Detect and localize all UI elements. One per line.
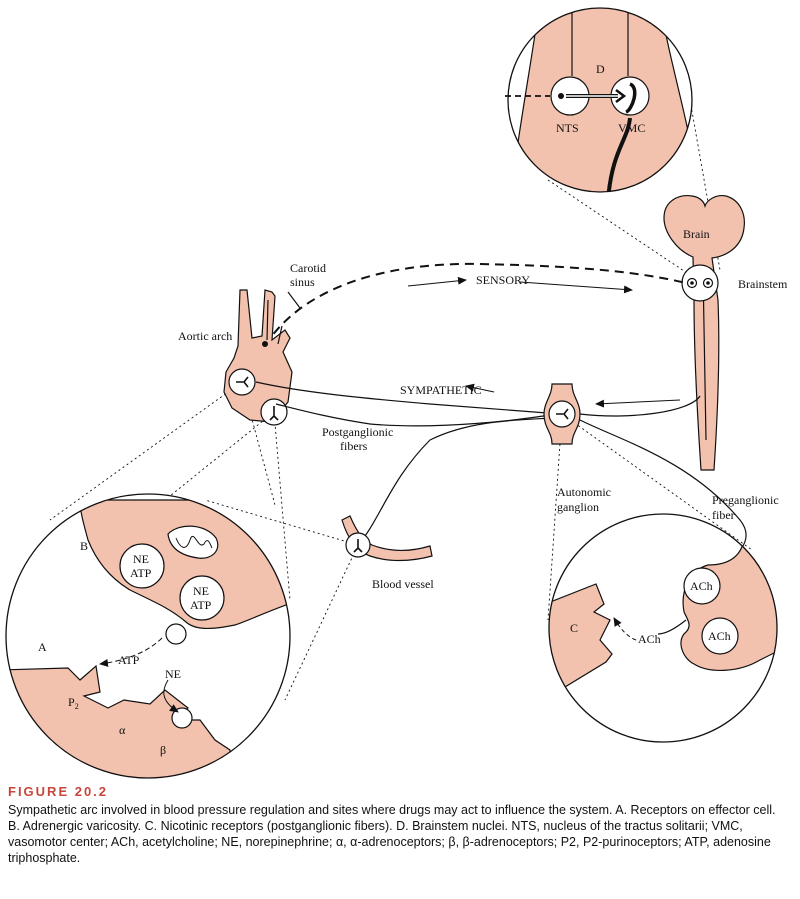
label-ne-vesicle-1: NE [133, 552, 149, 566]
inset-c-nicotinic-receptors: C ACh ACh ACh [548, 513, 778, 743]
label-alpha: α [119, 723, 126, 737]
label-ach-vesicle-2: ACh [708, 629, 731, 643]
label-ach-vesicle-1: ACh [690, 579, 713, 593]
heart-aortic-arch: Aortic arch [178, 289, 293, 426]
label-brainstem: Brainstem [738, 277, 788, 291]
inset-b-adrenergic-varicosity: B A NE ATP NE ATP ATP NE P2 α β [5, 493, 291, 779]
label-sensory: SENSORY [476, 273, 530, 287]
label-vmc: VMC [618, 121, 645, 135]
blood-vessel: Blood vessel [341, 515, 434, 591]
sympathetic-arc-diagram: D NTS VMC Brain Brainstem SENSORY Caroti… [5, 7, 788, 779]
label-ach-release: ACh [638, 632, 661, 646]
label-carotid-sinus-1: Carotid [290, 261, 326, 275]
label-postganglionic-1: Postganglionic [322, 425, 393, 439]
label-ne-vesicle-2: NE [193, 584, 209, 598]
label-ne-release: NE [165, 667, 181, 681]
label-atp-vesicle-2: ATP [190, 598, 212, 612]
label-nts: NTS [556, 121, 579, 135]
label-autonomic-2: ganglion [557, 500, 599, 514]
label-atp-vesicle-1: ATP [130, 566, 152, 580]
sensory-pathway: SENSORY Carotid sinus [264, 261, 687, 347]
label-aortic-arch: Aortic arch [178, 329, 232, 343]
label-preganglionic-1: Preganglionic [712, 493, 779, 507]
label-postganglionic-2: fibers [340, 439, 368, 453]
label-beta: β [160, 743, 166, 757]
label-c: C [570, 621, 578, 635]
label-preganglionic-2: fiber [712, 508, 735, 522]
figure-caption: FIGURE 20.2 Sympathetic arc involved in … [8, 784, 788, 866]
autonomic-ganglion: Autonomic ganglion Preganglionic fiber [543, 383, 779, 522]
label-autonomic-1: Autonomic [557, 485, 611, 499]
label-brain: Brain [683, 227, 710, 241]
label-p2: P2 [68, 695, 79, 711]
label-a: A [38, 640, 47, 654]
label-d: D [596, 62, 605, 76]
brain-and-spinal-cord: Brain Brainstem [663, 195, 788, 471]
figure-caption-text: Sympathetic arc involved in blood pressu… [8, 803, 776, 865]
label-blood-vessel: Blood vessel [372, 577, 434, 591]
label-atp-release: ATP [118, 653, 140, 667]
inset-d-brainstem-nuclei: D NTS VMC [505, 7, 693, 193]
label-sympathetic: SYMPATHETIC [400, 383, 482, 397]
figure-number: FIGURE 20.2 [8, 784, 109, 799]
sympathetic-pathway: SYMPATHETIC Postganglionic fibers [255, 381, 747, 561]
label-carotid-sinus-2: sinus [290, 275, 315, 289]
label-b: B [80, 539, 88, 553]
